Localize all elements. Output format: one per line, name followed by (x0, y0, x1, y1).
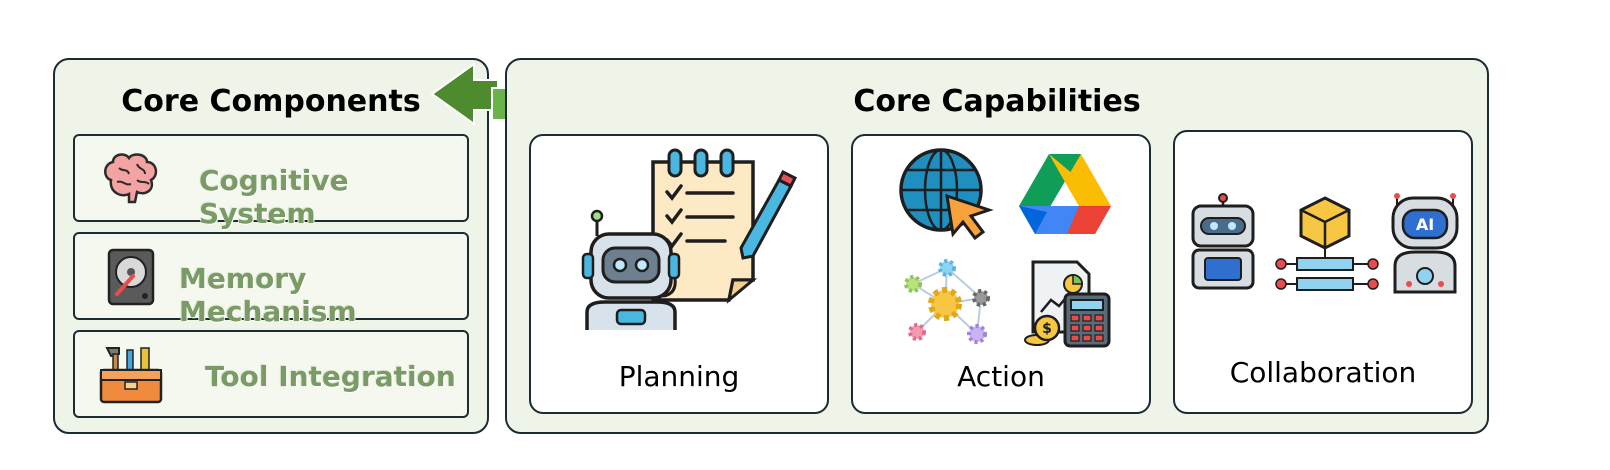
svg-text:AI: AI (1416, 215, 1434, 234)
collaboration-label: Collaboration (1229, 356, 1417, 389)
action-card: $ Action (851, 134, 1151, 414)
drive-icon (1019, 154, 1111, 234)
brain-icon (104, 153, 158, 204)
hard-drive-icon (107, 248, 155, 306)
tool-integration-label: Tool Integration (205, 360, 456, 393)
tool-integration-row: Tool Integration (73, 330, 469, 418)
action-label: Action (957, 360, 1045, 393)
gear-network-icon (904, 259, 990, 344)
ai-robot-icon: AI (1391, 193, 1459, 294)
robot-icon (1191, 193, 1255, 290)
toolbox-icon (99, 347, 163, 404)
svg-text:$: $ (1042, 321, 1052, 337)
calculator-report-icon: $ (1024, 260, 1111, 348)
core-components-panel: Core Components Cognitive System Memory … (53, 58, 489, 434)
planning-illustration (581, 148, 798, 330)
cognitive-system-label: Cognitive System (199, 164, 349, 230)
collaboration-illustration: AI (1191, 193, 1459, 294)
cognitive-system-row: Cognitive System (73, 134, 469, 230)
memory-mechanism-label: Memory Mechanism (179, 262, 357, 328)
pencil-icon (739, 169, 798, 260)
cube-flow-icon (1275, 196, 1379, 291)
globe-cursor-icon (899, 148, 994, 241)
core-capabilities-title: Core Capabilities (853, 84, 1141, 119)
collaboration-card: AI Collaboration (1173, 130, 1473, 414)
memory-mechanism-row: Memory Mechanism (73, 232, 469, 328)
planning-label: Planning (618, 360, 740, 393)
planning-card: Planning (529, 134, 829, 414)
core-components-title: Core Components (121, 84, 421, 119)
core-capabilities-panel: Core Capabilities (505, 58, 1489, 434)
robot-icon (581, 209, 681, 330)
